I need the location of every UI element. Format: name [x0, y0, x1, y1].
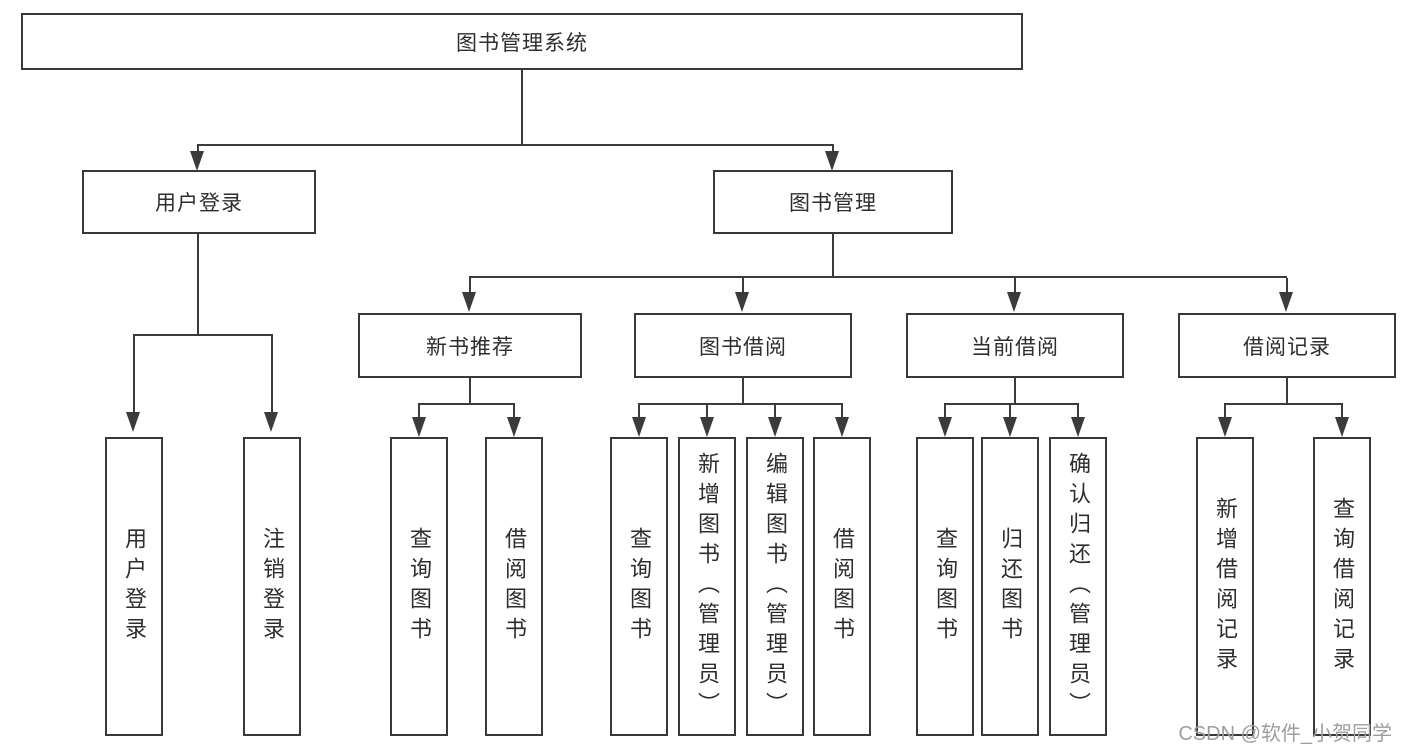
arrow-down-icon — [1071, 417, 1085, 437]
connector-line — [1014, 377, 1016, 405]
connector-line — [1224, 405, 1226, 418]
leaf-cb-query-book: 查询图书 — [916, 437, 974, 736]
arrow-down-icon — [507, 417, 521, 437]
leaf-cb-confirm-return-admin: 确认归还（管理员） — [1049, 437, 1107, 736]
connector-line — [418, 405, 420, 418]
connector-line — [418, 403, 515, 405]
leaf-bb-add-book-admin: 新增图书（管理员） — [678, 437, 736, 736]
arrow-down-icon — [825, 151, 839, 171]
connector-line — [944, 405, 946, 418]
node-new-book-recommend: 新书推荐 — [358, 313, 582, 378]
connector-line — [271, 336, 273, 414]
leaf-logout: 注销登录 — [243, 437, 301, 736]
connector-line — [1014, 278, 1016, 294]
connector-line — [469, 278, 471, 294]
node-user-login: 用户登录 — [82, 170, 316, 234]
arrow-down-icon — [1003, 417, 1017, 437]
arrow-down-icon — [1218, 417, 1232, 437]
leaf-bb-query-book: 查询图书 — [610, 437, 668, 736]
leaf-nb-borrow-book: 借阅图书 — [485, 437, 543, 736]
node-book-management: 图书管理 — [713, 170, 953, 234]
arrow-down-icon — [412, 417, 426, 437]
connector-line — [638, 403, 843, 405]
connector-line — [774, 405, 776, 418]
leaf-cb-return-book: 归还图书 — [981, 437, 1039, 736]
node-library-system: 图书管理系统 — [21, 13, 1023, 70]
connector-line — [742, 278, 744, 294]
leaf-br-add-record: 新增借阅记录 — [1196, 437, 1254, 736]
watermark: CSDN @软件_小贺同学 — [1178, 723, 1392, 745]
connector-line — [944, 403, 1079, 405]
connector-line — [1341, 405, 1343, 418]
connector-line — [1077, 405, 1079, 418]
node-current-borrow: 当前借阅 — [906, 313, 1124, 378]
node-borrow-records: 借阅记录 — [1178, 313, 1396, 378]
connector-line — [1224, 403, 1343, 405]
connector-line — [638, 405, 640, 418]
leaf-user-login: 用户登录 — [105, 437, 163, 736]
leaf-nb-query-book: 查询图书 — [390, 437, 448, 736]
connector-line — [742, 377, 744, 405]
arrow-down-icon — [1279, 292, 1293, 312]
connector-line — [841, 405, 843, 418]
arrow-down-icon — [632, 417, 646, 437]
node-book-borrow: 图书借阅 — [634, 313, 852, 378]
arrow-down-icon — [190, 151, 204, 171]
arrow-down-icon — [1007, 292, 1021, 312]
connector-line — [133, 336, 135, 414]
connector-line — [832, 233, 834, 278]
connector-line — [832, 146, 834, 154]
arrow-down-icon — [735, 292, 749, 312]
connector-line — [197, 146, 199, 154]
connector-line — [521, 69, 523, 145]
connector-line — [133, 334, 273, 336]
arrow-down-icon — [700, 417, 714, 437]
connector-line — [197, 144, 834, 146]
arrow-down-icon — [462, 292, 476, 312]
arrow-down-icon — [264, 412, 278, 432]
connector-line — [513, 405, 515, 418]
connector-line — [1286, 278, 1288, 294]
arrow-down-icon — [1335, 417, 1349, 437]
connector-line — [469, 377, 471, 405]
arrow-down-icon — [126, 412, 140, 432]
leaf-br-query-record: 查询借阅记录 — [1313, 437, 1371, 736]
connector-line — [706, 405, 708, 418]
arrow-down-icon — [835, 417, 849, 437]
connector-line — [1009, 405, 1011, 418]
leaf-bb-edit-book-admin: 编辑图书（管理员） — [746, 437, 804, 736]
connector-line — [469, 276, 1287, 278]
arrow-down-icon — [768, 417, 782, 437]
arrow-down-icon — [938, 417, 952, 437]
leaf-bb-borrow-book: 借阅图书 — [813, 437, 871, 736]
connector-line — [197, 233, 199, 336]
connector-line — [1286, 377, 1288, 405]
